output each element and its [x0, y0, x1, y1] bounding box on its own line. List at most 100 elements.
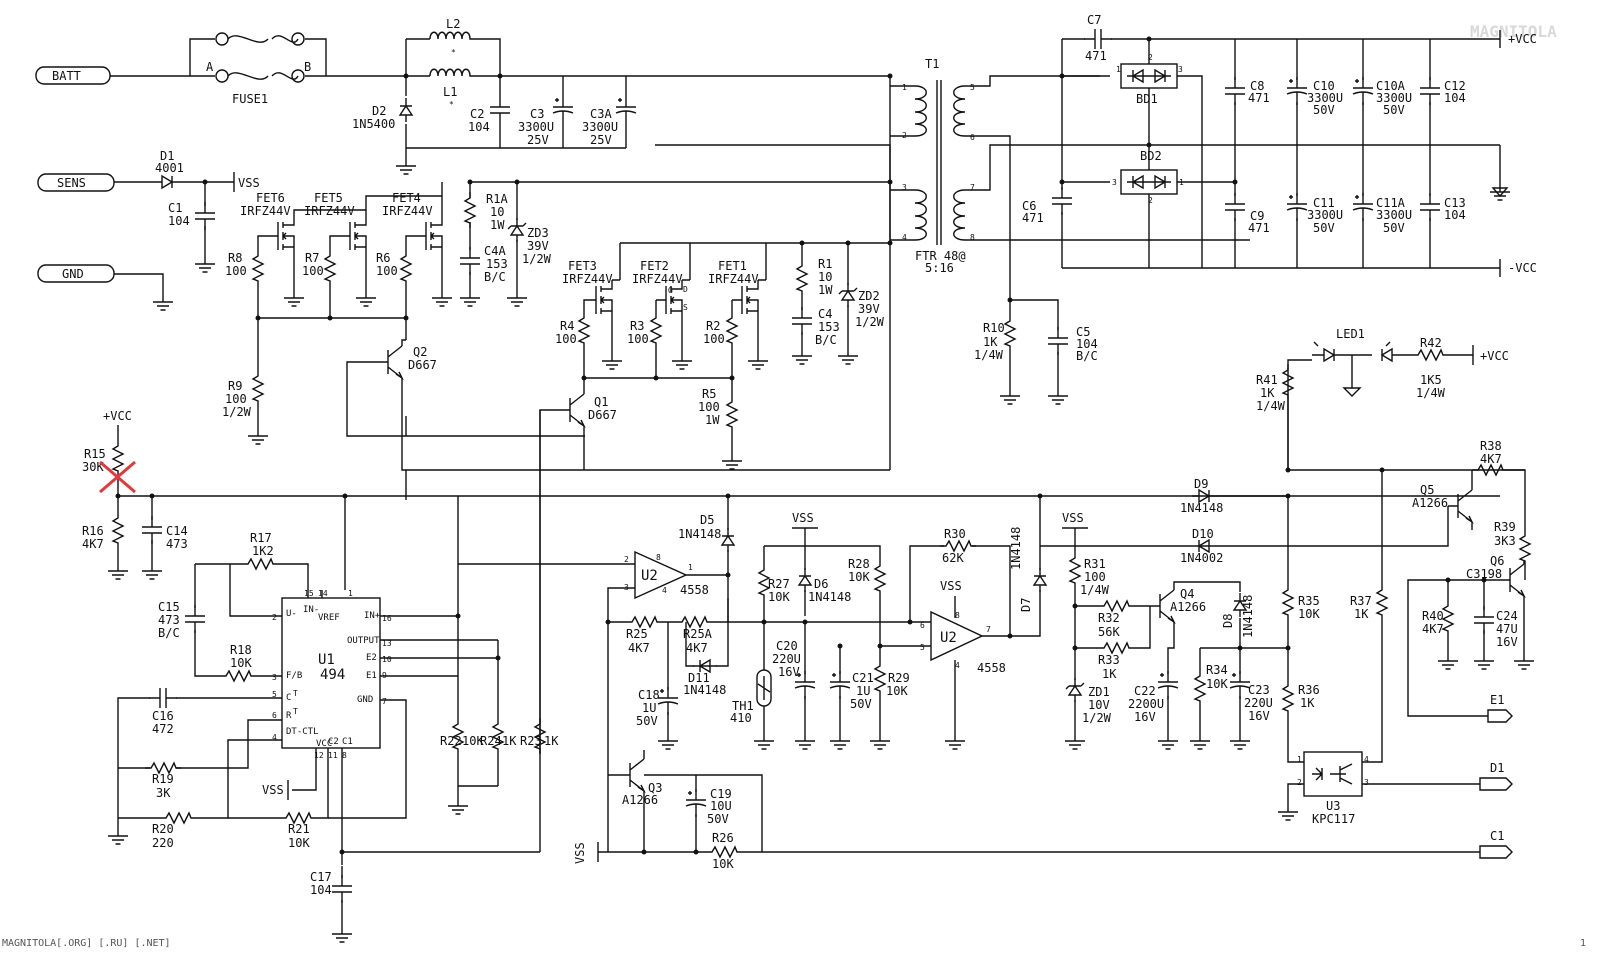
svg-text:6: 6	[920, 621, 925, 630]
d2-label: D2	[372, 104, 386, 118]
svg-text:4K7: 4K7	[1422, 622, 1444, 636]
svg-text:13: 13	[382, 639, 392, 648]
gnd-connector: GND	[37, 264, 174, 311]
svg-text:16V: 16V	[778, 665, 800, 679]
svg-text:50V: 50V	[1383, 103, 1405, 117]
svg-text:3300U: 3300U	[1307, 91, 1343, 105]
svg-text:T1: T1	[925, 57, 939, 71]
svg-text:4K7: 4K7	[686, 641, 708, 655]
svg-text:IRFZ44V: IRFZ44V	[632, 272, 683, 286]
r20-label: R20	[152, 822, 174, 836]
svg-text:1: 1	[1297, 755, 1302, 764]
svg-text:1: 1	[1179, 178, 1184, 187]
svg-text:8: 8	[656, 553, 661, 562]
svg-text:3: 3	[902, 183, 907, 192]
svg-text:1/2W: 1/2W	[522, 252, 552, 266]
svg-text:U3: U3	[1326, 799, 1340, 813]
removed-component-cross-mark	[99, 460, 136, 494]
svg-text:104: 104	[1076, 337, 1098, 351]
r17-label: R17	[250, 531, 272, 545]
svg-text:5:16: 5:16	[925, 261, 954, 275]
svg-text:A: A	[206, 60, 214, 74]
svg-text:25V: 25V	[527, 133, 549, 147]
d10-label: D10	[1192, 527, 1214, 541]
svg-text:1N4002: 1N4002	[1180, 551, 1223, 565]
r36-label: R36	[1298, 683, 1320, 697]
svg-text:1N4148: 1N4148	[1009, 527, 1023, 570]
r1-label: R1	[818, 257, 832, 271]
watermark: MAGNITOLA	[1470, 22, 1557, 41]
svg-text:1K: 1K	[1300, 696, 1315, 710]
c3-label: C3	[530, 107, 544, 121]
svg-text:100: 100	[703, 332, 725, 346]
svg-text:4K7: 4K7	[628, 641, 650, 655]
svg-text:U2: U2	[641, 568, 658, 584]
r40-label: R40	[1422, 609, 1444, 623]
svg-text:1/2W: 1/2W	[1082, 711, 1112, 725]
svg-text:G: G	[668, 286, 673, 295]
r22-label: R22	[440, 734, 462, 748]
r6-label: R6	[376, 251, 390, 265]
r25-label: R25	[626, 627, 648, 641]
svg-text:L1: L1	[443, 85, 457, 99]
r26-label: R26	[712, 831, 734, 845]
svg-text:U1: U1	[318, 652, 335, 668]
svg-text:10K: 10K	[1206, 677, 1228, 691]
svg-text:4K7: 4K7	[82, 537, 104, 551]
svg-text:10: 10	[490, 205, 504, 219]
svg-text:30K: 30K	[82, 460, 104, 474]
svg-text:11: 11	[328, 751, 338, 760]
svg-text:OUTPUT: OUTPUT	[347, 636, 380, 646]
svg-text:472: 472	[152, 722, 174, 736]
svg-text:C13: C13	[1444, 196, 1466, 210]
svg-text:1: 1	[902, 83, 907, 92]
svg-text:47U: 47U	[1496, 622, 1518, 636]
svg-text:C3198: C3198	[1466, 567, 1502, 581]
svg-text:E1: E1	[1490, 693, 1504, 707]
r23-label: R23	[520, 734, 542, 748]
vss-u2b-label: VSS	[940, 579, 962, 593]
svg-text:8: 8	[970, 233, 975, 242]
svg-text:1U: 1U	[856, 684, 870, 698]
vss-u1-label: VSS	[262, 783, 284, 797]
svg-text:*: *	[451, 48, 456, 57]
svg-text:IRFZ44V: IRFZ44V	[562, 272, 613, 286]
svg-text:Q4: Q4	[1180, 587, 1194, 601]
r3-label: R3	[630, 319, 644, 333]
svg-text:50V: 50V	[707, 812, 729, 826]
svg-text:BD1: BD1	[1136, 92, 1158, 106]
c14-label: C14	[166, 524, 188, 538]
svg-text:GND: GND	[62, 267, 84, 281]
svg-text:10K: 10K	[1298, 607, 1320, 621]
svg-text:3: 3	[1364, 778, 1369, 787]
r41-label: R41	[1256, 373, 1278, 387]
svg-text:471: 471	[1248, 221, 1270, 235]
svg-text:FET4: FET4	[392, 191, 421, 205]
opamp-u2b: U2 4558 6 5 7 8 4	[920, 610, 1006, 675]
svg-text:15: 15	[304, 589, 314, 598]
svg-text:50V: 50V	[1313, 103, 1335, 117]
svg-text:5: 5	[272, 690, 277, 699]
svg-text:1K5: 1K5	[1420, 373, 1442, 387]
svg-text:100: 100	[627, 332, 649, 346]
svg-text:7: 7	[382, 697, 387, 706]
c1-label: C1	[168, 201, 182, 215]
svg-text:3K3: 3K3	[1494, 534, 1516, 548]
r2-label: R2	[706, 319, 720, 333]
svg-text:Q2: Q2	[413, 345, 427, 359]
svg-text:2: 2	[624, 555, 629, 564]
svg-text:C10: C10	[1313, 79, 1335, 93]
r5-label: R5	[702, 387, 716, 401]
svg-text:1W: 1W	[818, 283, 833, 297]
svg-text:1N4148: 1N4148	[1180, 501, 1223, 515]
r32-label: R32	[1098, 611, 1120, 625]
r31-label: R31	[1084, 557, 1106, 571]
svg-text:FET1: FET1	[718, 259, 747, 273]
svg-text:+VCC: +VCC	[1508, 32, 1537, 46]
